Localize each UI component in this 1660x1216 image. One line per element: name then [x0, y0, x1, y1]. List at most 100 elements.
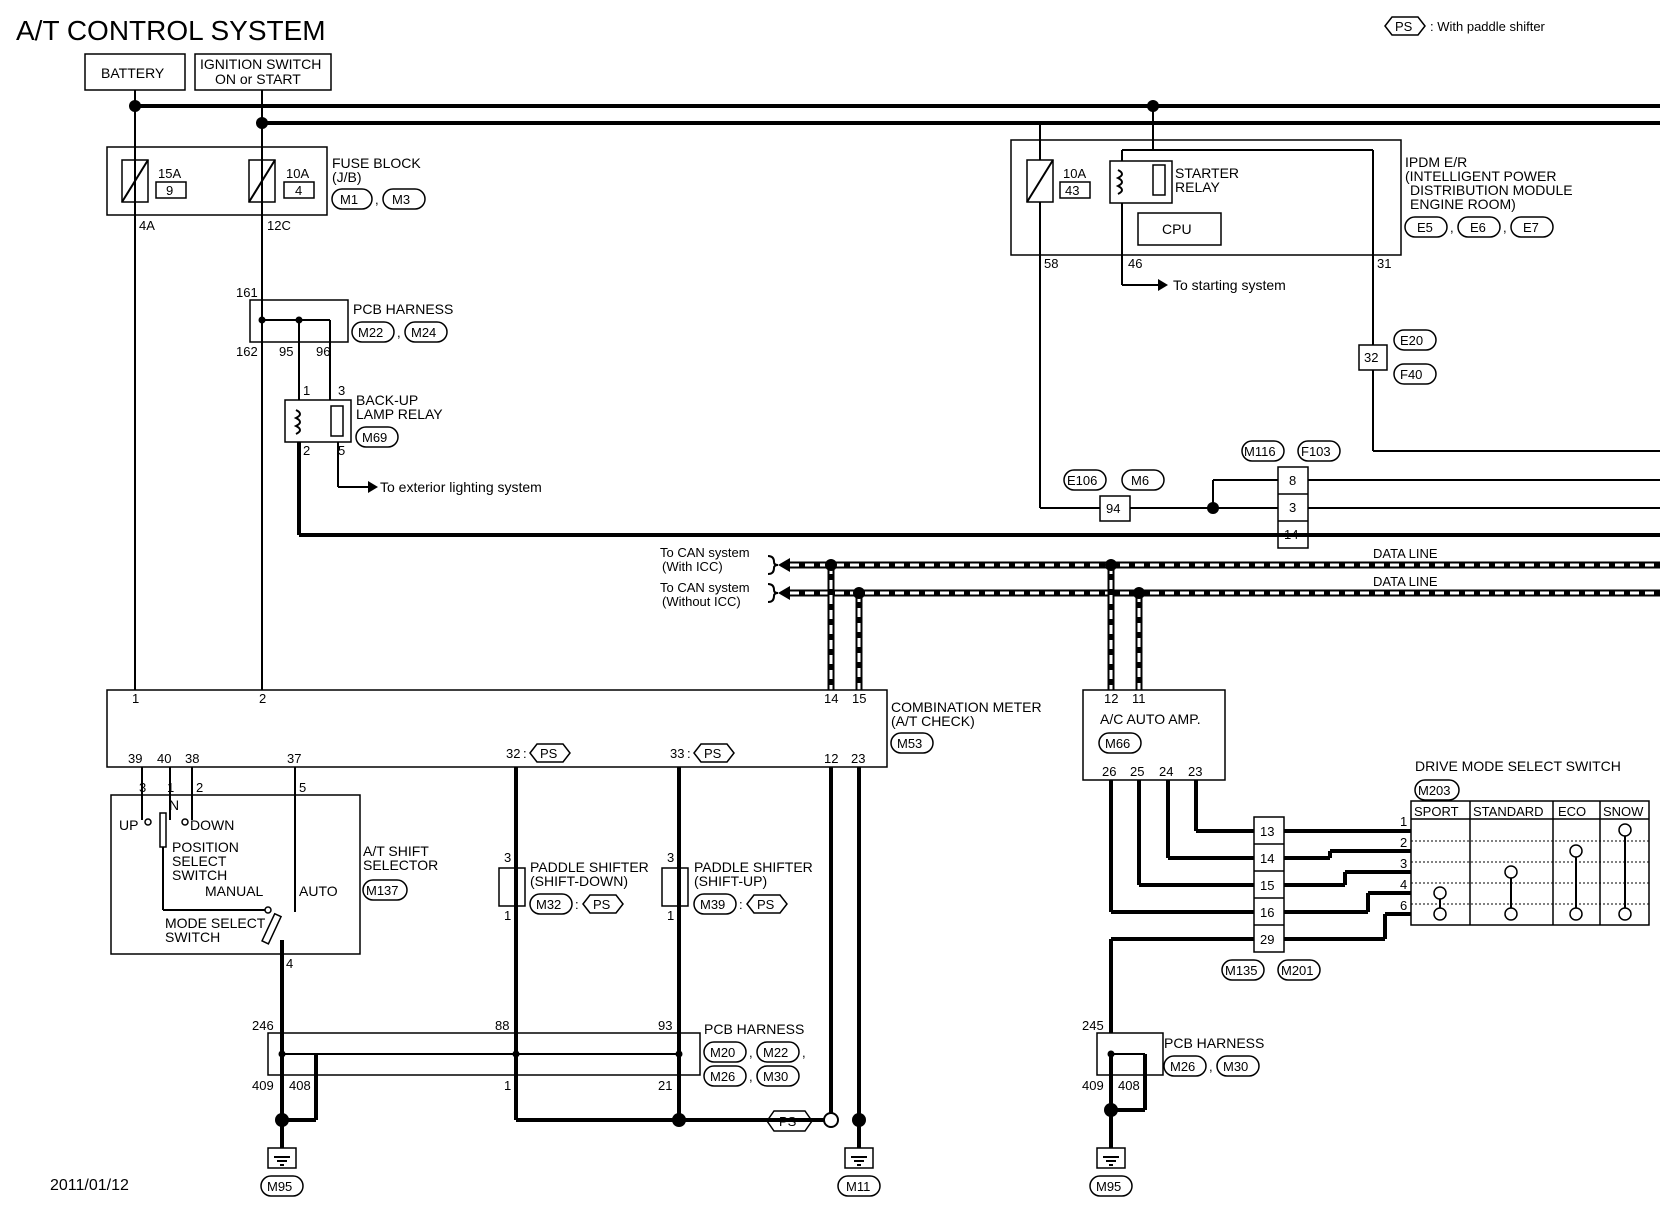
svg-text::: :	[575, 897, 579, 912]
svg-text:1: 1	[303, 383, 310, 398]
joint-m116-f103: 8 3 14 M116 F103	[1241, 440, 1341, 549]
svg-text:4A: 4A	[139, 218, 155, 233]
svg-text:IGNITION SWITCH: IGNITION SWITCH	[200, 56, 321, 72]
svg-text:,: ,	[1503, 220, 1507, 235]
svg-text:To starting system: To starting system	[1173, 277, 1286, 293]
svg-text:STARTER: STARTER	[1175, 165, 1239, 181]
svg-text:38: 38	[185, 751, 199, 766]
svg-text:(SHIFT-DOWN): (SHIFT-DOWN)	[530, 873, 628, 889]
mode-col-eco: ECO	[1558, 804, 1586, 819]
can-lines: To CAN system (With ICC) To CAN system (…	[660, 545, 1660, 690]
svg-text:93: 93	[658, 1018, 672, 1033]
joint-e20-f40: 32 E20 F40	[1358, 329, 1437, 385]
svg-text:(SHIFT-UP): (SHIFT-UP)	[694, 873, 767, 889]
svg-text:PS: PS	[1395, 19, 1413, 34]
svg-text:PS: PS	[757, 897, 775, 912]
svg-text:39: 39	[128, 751, 142, 766]
svg-text:M203: M203	[1418, 783, 1451, 798]
svg-text:96: 96	[316, 344, 330, 359]
svg-text:32: 32	[1364, 350, 1378, 365]
svg-text:: With paddle shifter: : With paddle shifter	[1430, 19, 1546, 34]
ground-m95-left: M95	[260, 1120, 304, 1197]
svg-text:6: 6	[1400, 898, 1407, 913]
svg-text:161: 161	[236, 285, 258, 300]
svg-text:ON or START: ON or START	[215, 71, 301, 87]
svg-text:15: 15	[1260, 878, 1274, 893]
ground-m11: M11	[837, 1147, 881, 1197]
svg-text:24: 24	[1159, 764, 1173, 779]
svg-text:SELECT: SELECT	[172, 853, 227, 869]
svg-text:,: ,	[375, 192, 379, 207]
ignition-switch-box: IGNITION SWITCH ON or START	[194, 53, 332, 91]
svg-text:,: ,	[749, 1045, 753, 1060]
combination-meter: 1 2 14 15 39 40 38 37 32 : PS 33 : PS 12…	[106, 689, 1042, 768]
svg-text:13: 13	[1260, 824, 1274, 839]
svg-text:4: 4	[1400, 877, 1407, 892]
mode-col-standard: STANDARD	[1473, 804, 1544, 819]
svg-text:DATA LINE: DATA LINE	[1373, 546, 1438, 561]
diagram-title: A/T CONTROL SYSTEM	[16, 15, 326, 46]
legend: PS : With paddle shifter	[1384, 16, 1546, 36]
joint-e106-m6: 94 E106 M6	[1063, 469, 1165, 522]
svg-text:MODE SELECT: MODE SELECT	[165, 915, 266, 931]
pcb-harness-top: 161 162 95 96 PCB HARNESS M22 , M24	[236, 285, 453, 359]
svg-text:94: 94	[1106, 501, 1120, 516]
svg-text:E5: E5	[1417, 220, 1433, 235]
svg-text:To exterior lighting system: To exterior lighting system	[380, 479, 542, 495]
diagram-date: 2011/01/12	[50, 1177, 129, 1194]
svg-text:N: N	[169, 797, 179, 813]
svg-text:M1: M1	[340, 192, 358, 207]
svg-text:3: 3	[338, 383, 345, 398]
svg-text::: :	[687, 746, 691, 761]
fuse-block: 15A 9 10A 4 4A 12C FUSE BLOCK (J/B) M1 ,…	[106, 146, 426, 233]
svg-text:2: 2	[259, 691, 266, 706]
svg-text:4: 4	[286, 956, 293, 971]
svg-text:3: 3	[139, 780, 146, 795]
svg-text:LAMP RELAY: LAMP RELAY	[356, 406, 443, 422]
svg-text:COMBINATION METER: COMBINATION METER	[891, 699, 1042, 715]
svg-text:M26: M26	[1170, 1059, 1195, 1074]
svg-text:M116: M116	[1244, 444, 1276, 459]
svg-text:29: 29	[1260, 932, 1274, 947]
svg-text:88: 88	[495, 1018, 509, 1033]
svg-text:9: 9	[166, 183, 173, 198]
svg-text:M11: M11	[846, 1179, 870, 1194]
svg-text:M95: M95	[1096, 1179, 1121, 1194]
svg-text:1: 1	[504, 908, 511, 923]
svg-text:12: 12	[824, 751, 838, 766]
svg-text:1: 1	[1400, 814, 1407, 829]
svg-text:37: 37	[287, 751, 301, 766]
svg-text:14: 14	[1284, 527, 1298, 542]
svg-text:M201: M201	[1281, 963, 1314, 978]
backup-lamp-relay: 1 3 2 5 BACK-UP LAMP RELAY M69 To exteri…	[284, 342, 1660, 537]
svg-text:DISTRIBUTION MODULE: DISTRIBUTION MODULE	[1410, 182, 1573, 198]
svg-text:M22: M22	[358, 325, 383, 340]
svg-text:,: ,	[397, 325, 401, 340]
svg-text:DRIVE MODE SELECT SWITCH: DRIVE MODE SELECT SWITCH	[1415, 758, 1621, 774]
svg-text:33: 33	[670, 746, 684, 761]
pcb-harness-bottom: 246 88 93 409 408 1 21 PCB HARNESS M20 ,…	[252, 1018, 806, 1120]
svg-text:10A: 10A	[1063, 166, 1086, 181]
svg-text:PCB HARNESS: PCB HARNESS	[1164, 1035, 1264, 1051]
svg-text:M3: M3	[392, 192, 410, 207]
svg-text:25: 25	[1130, 764, 1144, 779]
svg-text:10A: 10A	[286, 166, 309, 181]
svg-text:M137: M137	[366, 883, 399, 898]
svg-text:M30: M30	[763, 1069, 788, 1084]
paddle-shifter-down: 3 1 PADDLE SHIFTER (SHIFT-DOWN) M32 : PS	[498, 767, 649, 1120]
svg-text:PS: PS	[540, 746, 558, 761]
svg-text:246: 246	[252, 1018, 274, 1033]
svg-text:M135: M135	[1225, 963, 1258, 978]
svg-text:A/T SHIFT: A/T SHIFT	[363, 843, 429, 859]
svg-text:PS: PS	[704, 746, 722, 761]
svg-text:BACK-UP: BACK-UP	[356, 392, 418, 408]
svg-text:M26: M26	[710, 1069, 735, 1084]
svg-text:F103: F103	[1301, 444, 1331, 459]
pcb-harness-right: 245 409 408 PCB HARNESS M26 , M30	[1082, 1018, 1264, 1148]
svg-text:15: 15	[852, 691, 866, 706]
svg-text:F40: F40	[1400, 367, 1422, 382]
svg-text:32: 32	[506, 746, 520, 761]
svg-text:E20: E20	[1400, 333, 1423, 348]
svg-text:23: 23	[1188, 764, 1202, 779]
svg-text:,: ,	[749, 1069, 753, 1084]
